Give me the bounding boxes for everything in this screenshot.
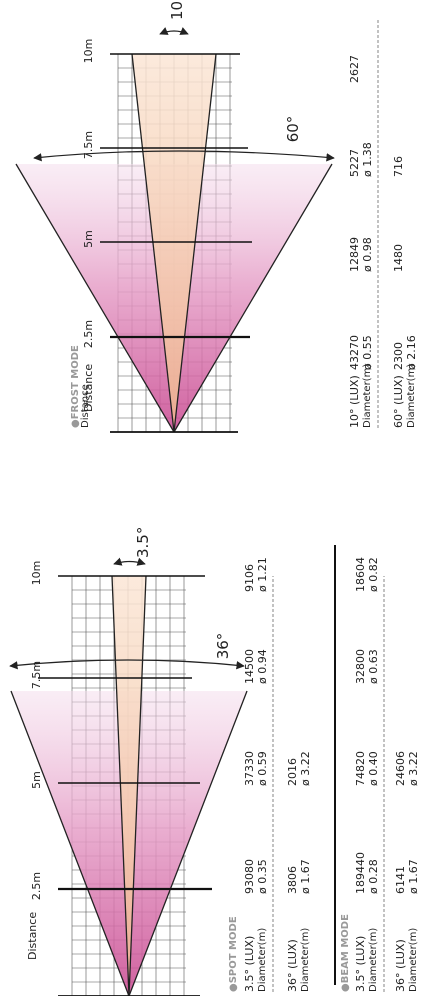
diameter-value: ø 0.82 — [367, 557, 380, 592]
diameter-value: ø 0.59 — [256, 751, 269, 786]
row-sublabel: Diameter(m) — [300, 928, 311, 992]
lux-value: 716 — [392, 156, 405, 177]
diameter-value: ø 1.67 — [299, 859, 312, 894]
lux-value: 2016 — [286, 758, 299, 786]
diameter-value: ø 1.21 — [256, 557, 269, 592]
diameter-value: ø 0.40 — [367, 751, 380, 786]
diameter-value: ø 1.38 — [361, 142, 374, 177]
lux-value: 6141 — [394, 866, 407, 894]
diameter-value: ø 0.35 — [256, 859, 269, 894]
diameter-value: ø 0.28 — [367, 859, 380, 894]
wide-angle-label: 36° — [214, 633, 232, 660]
narrow-angle-label: 3.5° — [134, 527, 152, 558]
lux-value: 24606 — [394, 751, 407, 786]
distance-label: 5m — [30, 771, 43, 789]
lux-value: 12849 — [348, 237, 361, 272]
diameter-value: ø 3.22 — [299, 751, 312, 786]
row-sublabel: Diameter(m) — [257, 928, 268, 992]
mode-label: ●BEAM MODE — [340, 914, 351, 992]
lux-value: 2300 — [392, 342, 405, 370]
diameter-value: ø 0.98 — [361, 237, 374, 272]
diameter-value: ø 0.63 — [367, 649, 380, 684]
wide-beam-edge — [128, 690, 248, 996]
lux-value: 5227 — [348, 149, 361, 177]
diameter-value: ø 0.94 — [256, 649, 269, 684]
row-sublabel: Diameter(m) — [406, 364, 417, 428]
distance-label: 5m — [82, 230, 95, 248]
row-label: 3.5° (LUX) — [354, 936, 367, 992]
lux-value: 43270 — [348, 335, 361, 370]
narrow-beam-edge — [173, 53, 217, 433]
distance-label: 10m — [30, 561, 43, 586]
row-label: 36° (LUX) — [286, 939, 299, 992]
narrow-beam-cone — [112, 576, 146, 996]
wide-beam-edge — [173, 163, 333, 433]
lux-value: 9106 — [243, 564, 256, 592]
distance-label: 7.5m — [82, 131, 95, 159]
distance-label: 2.5m — [82, 320, 95, 348]
diameter-value: ø 0.55 — [361, 335, 374, 370]
distance-label: Distance — [80, 384, 91, 428]
narrow-beam-edge — [111, 575, 130, 996]
narrow-angle-arc — [113, 557, 146, 566]
row-sublabel: Diameter(m) — [368, 928, 379, 992]
mode-label: ●FROST MODE — [70, 345, 81, 428]
row-sublabel: Diameter(m) — [362, 364, 373, 428]
row-label: 3.5° (LUX) — [243, 936, 256, 992]
lux-value: 189440 — [354, 852, 367, 894]
row-label: 36° (LUX) — [394, 939, 407, 992]
wide-angle-arc — [33, 150, 335, 162]
lux-value: 18604 — [354, 557, 367, 592]
distance-label: 7.5m — [30, 661, 43, 689]
lux-value: 32800 — [354, 649, 367, 684]
row-label: 60° (LUX) — [392, 375, 405, 428]
lux-value: 2627 — [348, 55, 361, 83]
distance-axis-label: Distance — [82, 364, 95, 412]
lux-value: 93080 — [243, 859, 256, 894]
lux-value: 37330 — [243, 751, 256, 786]
wide-beam-edge — [10, 690, 130, 996]
lux-value: 1480 — [392, 244, 405, 272]
narrow-angle-arc — [159, 27, 189, 35]
lux-value: 14500 — [243, 649, 256, 684]
distance-label: 2.5m — [30, 872, 43, 900]
wide-angle-arc — [9, 659, 245, 670]
lux-value: 74820 — [354, 751, 367, 786]
diameter-value: ø 2.16 — [405, 335, 418, 370]
wide-beam-edge — [15, 163, 175, 433]
narrow-beam-edge — [128, 575, 147, 996]
narrow-angle-label: 10° — [168, 0, 186, 20]
row-sublabel: Diameter(m) — [408, 928, 419, 992]
distance-label: 10m — [82, 39, 95, 64]
row-label: 10° (LUX) — [348, 375, 361, 428]
wide-angle-label: 60° — [284, 116, 302, 143]
narrow-beam-edge — [131, 53, 175, 433]
lux-value: 3806 — [286, 866, 299, 894]
diameter-value: ø 3.22 — [407, 751, 420, 786]
mode-label: ●SPOT MODE — [228, 916, 239, 992]
distance-axis-label: Distance — [26, 912, 39, 960]
diameter-value: ø 1.67 — [407, 859, 420, 894]
